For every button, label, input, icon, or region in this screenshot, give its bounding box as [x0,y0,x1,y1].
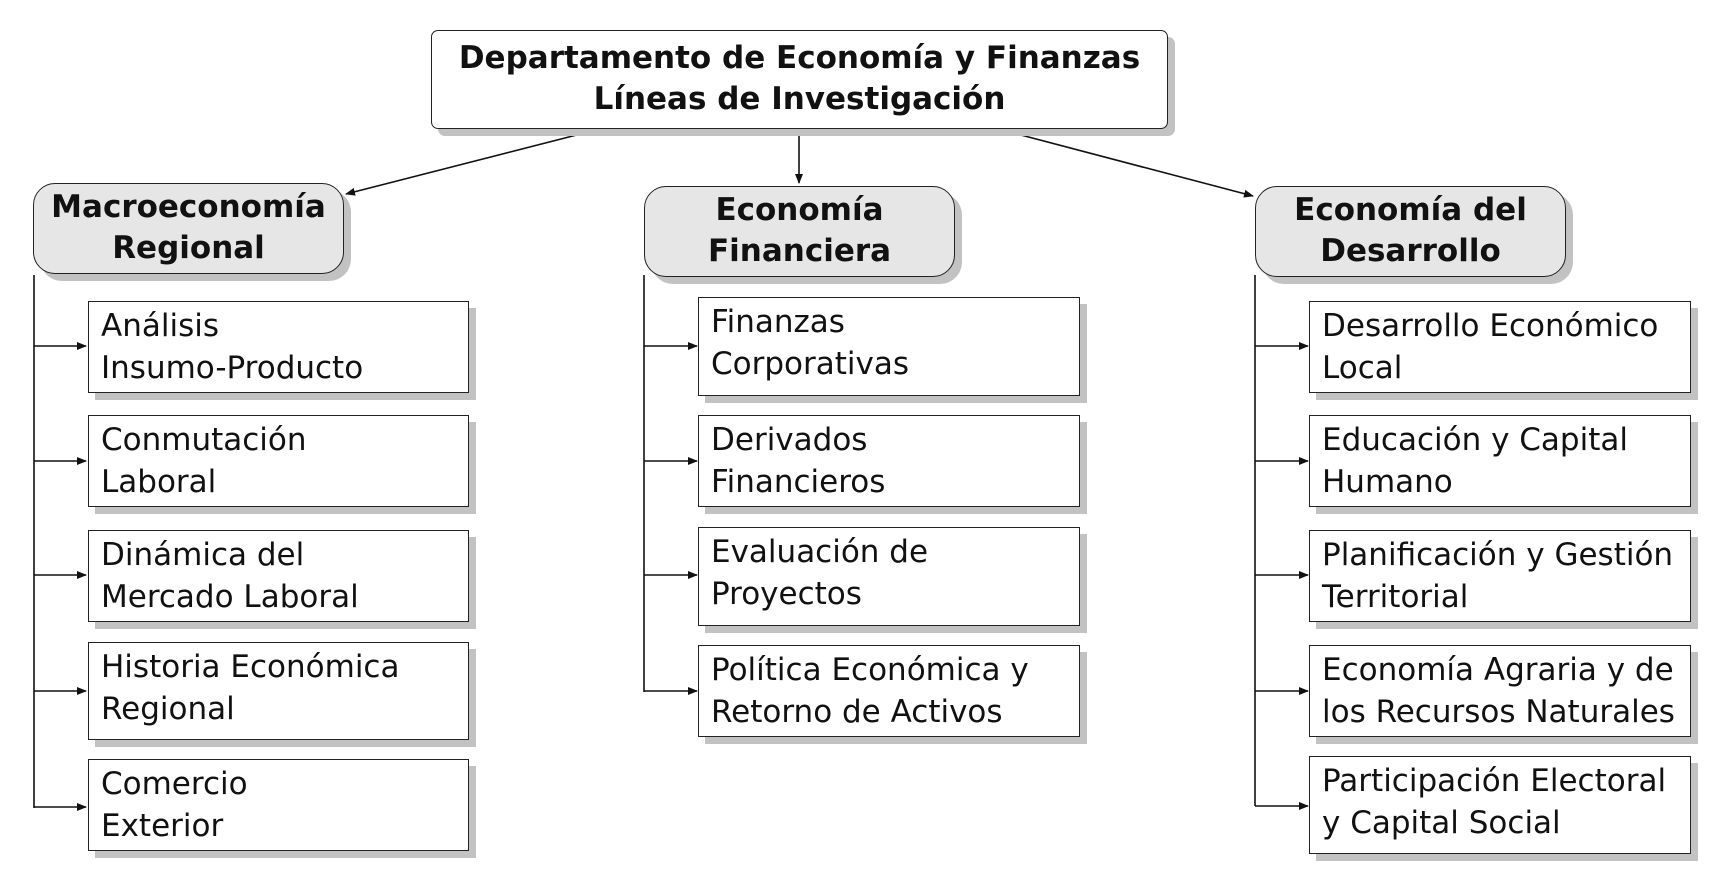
category-macroeconomia-regional: Macroeconomía Regional [33,183,344,274]
category-title-line1: Economía [715,192,884,228]
leaf-node: Dinámica del Mercado Laboral [88,530,469,622]
category-title-line1: Macroeconomía [51,189,326,225]
leaf-node: Desarrollo Económico Local [1309,301,1691,393]
leaf-line2: Humano [1322,464,1453,500]
leaf-line2: y Capital Social [1322,805,1561,841]
leaf-node: Análisis Insumo-Producto [88,301,469,393]
category-title-line2: Regional [112,230,265,266]
leaf-node: Política Económica y Retorno de Activos [698,645,1080,737]
root-title-line2: Líneas de Investigación [593,81,1006,117]
leaf-line2: los Recursos Naturales [1322,694,1675,730]
leaf-line2: Financieros [711,464,886,500]
leaf-line1: Historia Económica [101,649,400,685]
leaf-line2: Exterior [101,808,224,844]
leaf-line1: Dinámica del [101,537,305,573]
root-title-line1: Departamento de Economía y Finanzas [458,40,1141,76]
leaf-line1: Política Económica y [711,652,1029,688]
leaf-line1: Participación Electoral [1322,763,1667,799]
leaf-line2: Proyectos [711,576,862,612]
leaf-node: Historia Económica Regional [88,642,469,740]
leaf-line1: Finanzas [711,304,845,340]
leaf-node: Economía Agraria y de los Recursos Natur… [1309,645,1691,737]
leaf-node: Comercio Exterior [88,759,469,851]
leaf-node: Evaluación de Proyectos [698,527,1080,626]
category-title-line2: Financiera [707,233,892,269]
leaf-line1: Economía Agraria y de [1322,652,1674,688]
leaf-line2: Mercado Laboral [101,579,359,615]
leaf-line1: Análisis [101,308,219,344]
leaf-node: Finanzas Corporativas [698,297,1080,396]
category-title-line1: Economía del [1294,192,1527,228]
leaf-line1: Conmutación [101,422,307,458]
leaf-line2: Retorno de Activos [711,694,1003,730]
leaf-line2: Insumo-Producto [101,350,364,386]
leaf-node: Educación y Capital Humano [1309,415,1691,507]
leaf-line2: Laboral [101,464,217,500]
leaf-line1: Educación y Capital [1322,422,1628,458]
leaf-line1: Desarrollo Económico [1322,308,1659,344]
leaf-line1: Derivados [711,422,868,458]
leaf-node: Participación Electoral y Capital Social [1309,756,1691,854]
leaf-line1: Evaluación de [711,534,929,570]
leaf-node: Planificación y Gestión Territorial [1309,530,1691,622]
leaf-node: Conmutación Laboral [88,415,469,507]
category-economia-financiera: Economía Financiera [644,186,955,277]
leaf-line2: Territorial [1322,579,1469,615]
root-node: Departamento de Economía y Finanzas Líne… [431,30,1168,129]
leaf-line1: Comercio [101,766,248,802]
leaf-line1: Planificación y Gestión [1322,537,1674,573]
leaf-line2: Local [1322,350,1403,386]
leaf-line2: Regional [101,691,235,727]
leaf-line2: Corporativas [711,346,910,382]
category-title-line2: Desarrollo [1320,233,1501,269]
category-economia-del-desarrollo: Economía del Desarrollo [1255,186,1566,277]
leaf-node: Derivados Financieros [698,415,1080,507]
